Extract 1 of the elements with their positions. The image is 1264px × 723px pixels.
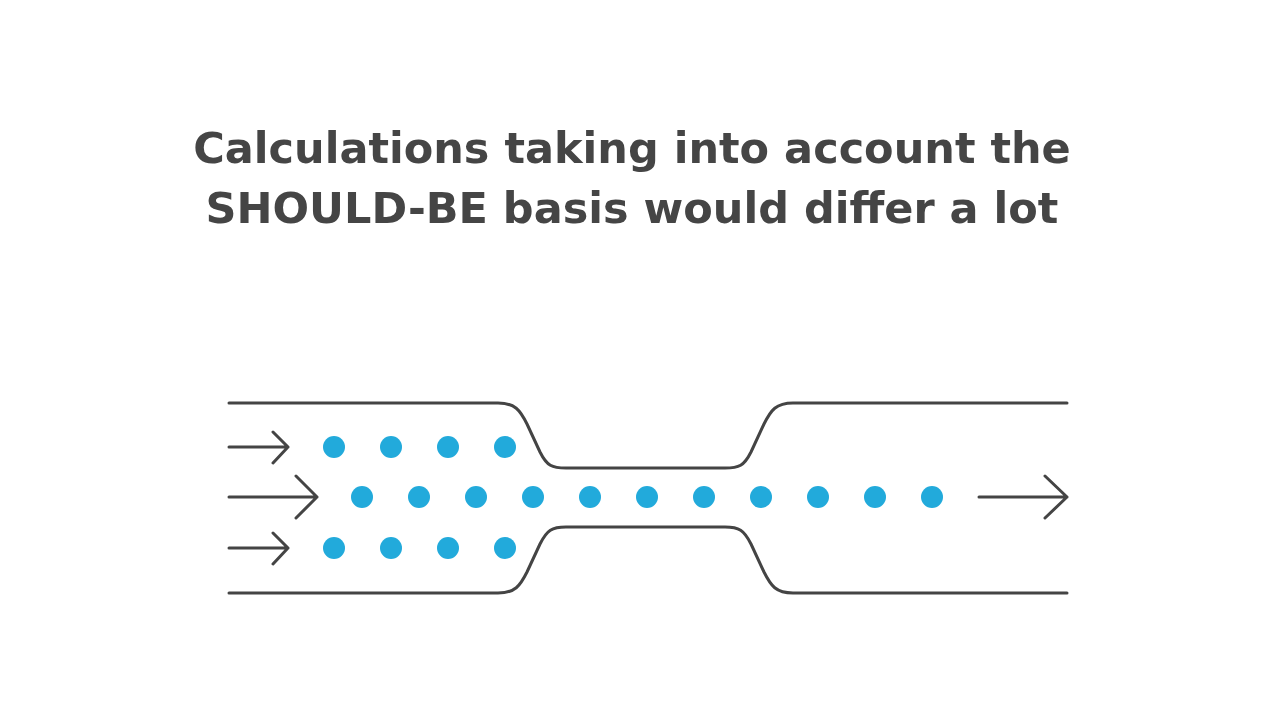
diagram-title: Calculations taking into account the SHOULD-BE basis would differ a lot bbox=[192, 122, 1072, 235]
